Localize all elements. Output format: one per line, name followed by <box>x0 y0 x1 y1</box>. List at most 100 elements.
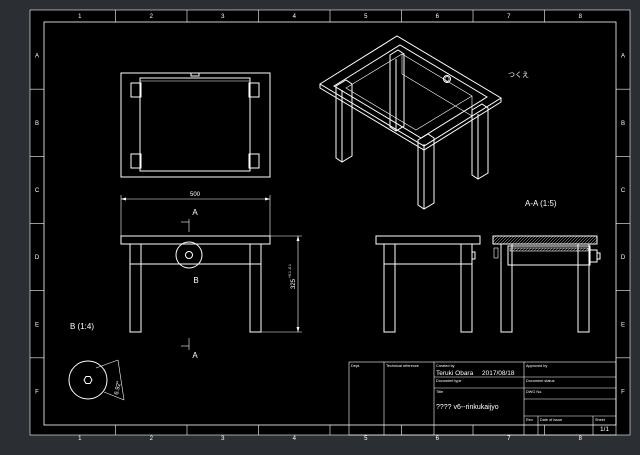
hatch-line <box>554 248 559 251</box>
hatch-line <box>515 248 520 251</box>
top-view-leg-tr <box>248 82 260 98</box>
hatch-line <box>505 236 515 244</box>
tb-sheet-value: 1/1 <box>600 426 609 433</box>
zone-row-label: E <box>35 322 39 328</box>
zone-row-label: C <box>621 188 626 194</box>
tb-docstatus-label: Document status <box>526 379 555 383</box>
detail-b-hex-bolt <box>83 376 93 384</box>
corner-note: つくえ <box>508 71 529 79</box>
zone-row-label: F <box>621 389 625 395</box>
zone-row-label: B <box>35 121 39 127</box>
hatch-line <box>523 236 533 244</box>
zone-column-label: 7 <box>507 14 511 20</box>
zone-column-label: 4 <box>293 14 297 20</box>
section-hatching-top <box>493 236 597 244</box>
zone-row-label: B <box>621 121 625 127</box>
zone-row-label: C <box>35 188 40 194</box>
iso-drawer-handle <box>443 75 451 83</box>
zone-column-label: 8 <box>579 14 583 20</box>
iso-inner-edge-2 <box>401 73 473 117</box>
zone-column-label: 3 <box>221 436 225 442</box>
zone-column-label: 5 <box>364 436 368 442</box>
hatch-line <box>569 248 574 251</box>
tb-doctype-label: Document type <box>436 379 462 383</box>
detail-b-knob <box>185 251 193 259</box>
dim-height-value: 325 <box>291 278 297 289</box>
top-view-leg-bl <box>130 153 142 169</box>
hatch-line <box>530 248 535 251</box>
zone-row-label: E <box>621 322 625 328</box>
tb-dept-label: Dept. <box>351 364 360 368</box>
detail-b-circle <box>175 241 203 269</box>
tb-created-value: Teruki Obara <box>436 370 474 377</box>
section-handle <box>596 252 601 260</box>
iso-leg-front-left <box>335 79 353 163</box>
sheet-outer-border <box>29 9 631 436</box>
side-view-handle <box>471 251 476 260</box>
hatch-line <box>571 236 581 244</box>
tb-dwgno-label: DWG No. <box>526 390 542 394</box>
detail-b-leader-2 <box>103 391 125 401</box>
dim-arrow-top <box>296 236 300 241</box>
top-view-drawer <box>139 77 251 172</box>
hatch-line <box>512 248 517 251</box>
iso-under-frame <box>333 44 488 139</box>
zone-column-label: 2 <box>150 14 154 20</box>
hatch-line <box>532 236 542 244</box>
front-view: 500 325 +0.1 -0.1 A A B <box>120 192 302 360</box>
tb-date-value: 2017/08/18 <box>482 370 515 377</box>
hatch-line <box>510 248 514 251</box>
hatch-line <box>586 236 596 244</box>
hatch-line <box>575 248 580 251</box>
zone-column-label: 2 <box>150 436 154 442</box>
detail-b-knob-outer <box>68 360 108 400</box>
detail-b-dimension: 6.92° <box>114 380 123 396</box>
hatch-line <box>493 236 503 244</box>
top-view-leg-br <box>248 153 260 169</box>
side-view <box>375 235 481 333</box>
hatch-line <box>527 248 532 251</box>
title-block: Dept. Technical reference Created by Ter… <box>348 361 617 436</box>
detail-b-leader <box>95 359 119 369</box>
zone-column-label: 4 <box>293 436 297 442</box>
iso-leg-front-right <box>417 133 435 210</box>
hatch-line <box>542 248 547 251</box>
hatch-line <box>583 236 593 244</box>
hatch-line <box>565 236 575 244</box>
hatch-line <box>574 236 584 244</box>
hatch-line <box>589 236 597 244</box>
section-a-top-label: A <box>192 208 198 217</box>
iso-leg-back <box>389 49 405 132</box>
zone-column-label: 1 <box>78 436 82 442</box>
zone-row-label: A <box>621 54 625 60</box>
hatch-line <box>577 236 587 244</box>
hatch-line <box>556 236 566 244</box>
section-hatching-drawer <box>510 248 588 251</box>
hatch-line <box>514 236 524 244</box>
front-view-leg-left <box>129 243 142 333</box>
hatch-line <box>521 248 526 251</box>
hatch-line <box>508 236 518 244</box>
hatch-line <box>563 248 568 251</box>
zone-row-label: F <box>35 389 39 395</box>
tb-techref-label: Technical reference <box>386 364 419 368</box>
hatch-line <box>580 236 590 244</box>
detail-b-view: 6.92° <box>68 359 125 401</box>
side-view-leg-right <box>460 243 473 333</box>
title-block-frame <box>348 361 617 436</box>
tb-created-label: Created by <box>436 364 455 368</box>
hatch-line <box>559 236 569 244</box>
zone-column-label: 6 <box>436 436 440 442</box>
tb-approved-label: Approved by <box>526 364 547 368</box>
zone-column-label: 7 <box>507 436 511 442</box>
hatch-line <box>520 236 530 244</box>
section-drawer <box>507 245 591 266</box>
hatch-line <box>518 248 523 251</box>
hatch-line <box>550 236 560 244</box>
hatch-line <box>536 248 541 251</box>
zone-column-label: 5 <box>364 14 368 20</box>
zone-column-label: 1 <box>78 14 82 20</box>
dim-height-tolerance: +0.1 -0.1 <box>288 264 292 278</box>
hatch-line <box>566 248 571 251</box>
